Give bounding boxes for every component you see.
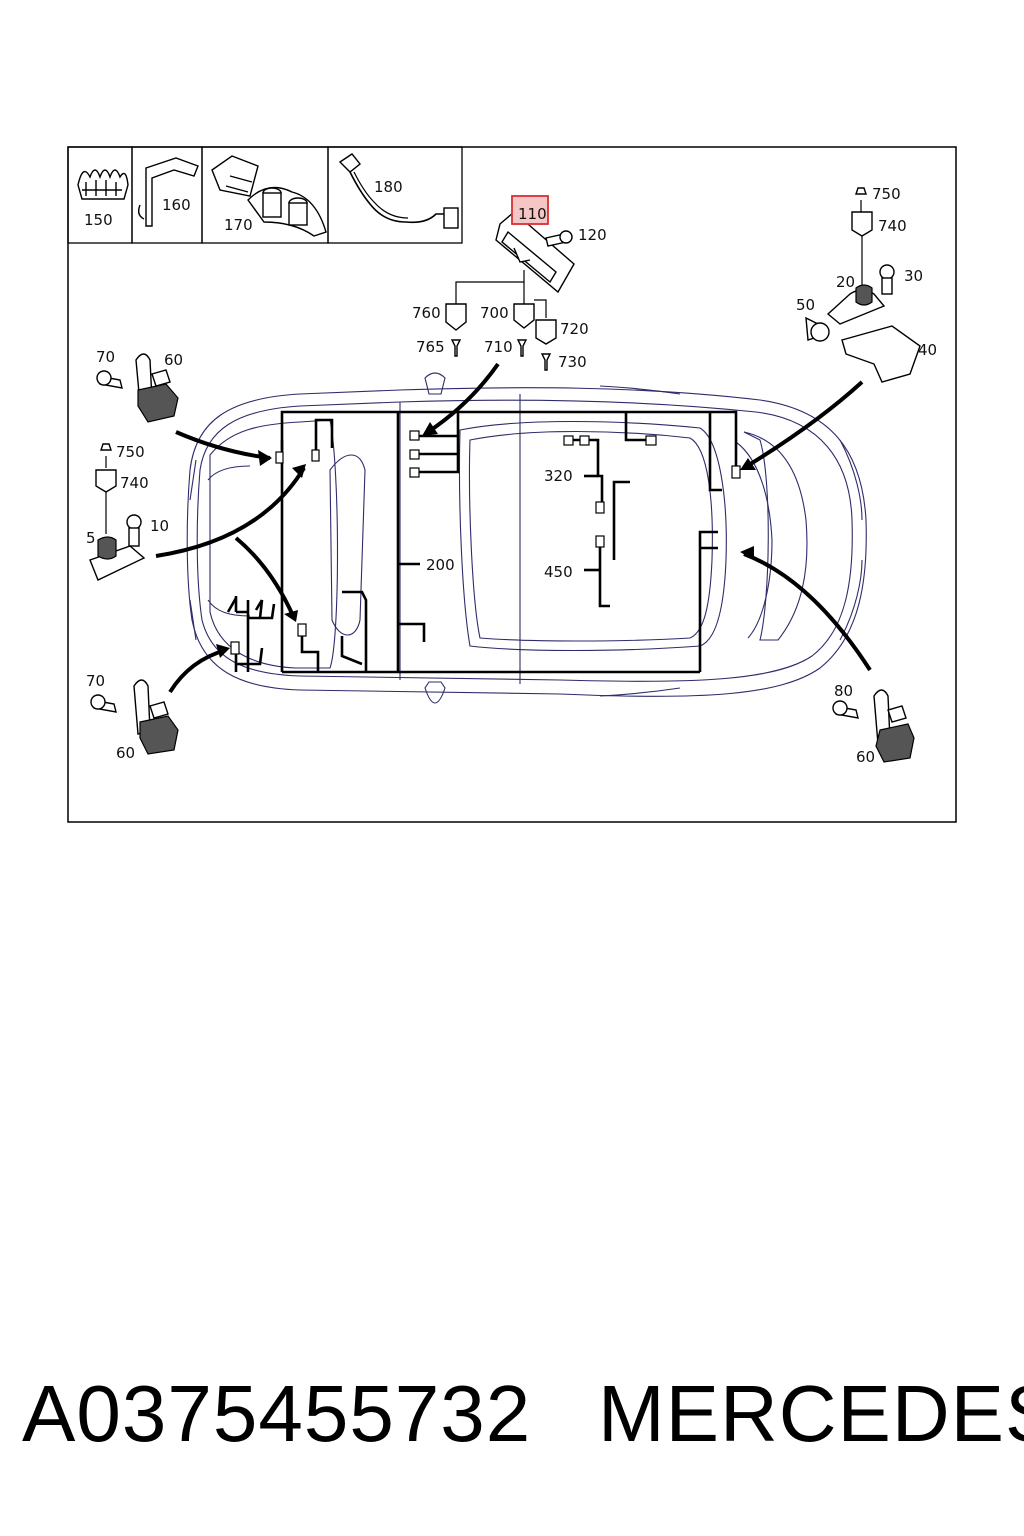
label-730: 730 <box>558 353 587 371</box>
label-750-left: 750 <box>116 443 145 461</box>
car-outline <box>186 372 867 704</box>
inset-label-160: 160 <box>162 196 191 214</box>
wiring-harness <box>226 410 738 674</box>
label-30: 30 <box>904 267 923 285</box>
control-unit <box>495 211 575 294</box>
screw-icon <box>545 230 573 247</box>
connector <box>563 435 574 446</box>
inset-label-180: 180 <box>374 178 403 196</box>
impact-sensor-bottom-left <box>90 679 179 755</box>
connector <box>409 449 420 460</box>
connector <box>409 430 420 441</box>
brand-name: MERCEDES <box>598 1369 1024 1458</box>
label-450: 450 <box>544 563 573 581</box>
label-760: 760 <box>412 304 441 322</box>
harness-connectors <box>230 430 741 655</box>
label-60-bottom-left: 60 <box>116 744 135 762</box>
inset-parts-strip: 150 160 170 180 <box>67 146 463 244</box>
label-10: 10 <box>150 517 169 535</box>
cable-clip-icon <box>77 169 129 200</box>
connector <box>275 451 284 464</box>
label-5: 5 <box>86 529 96 547</box>
connector <box>311 449 320 462</box>
callout-arrows <box>155 362 872 694</box>
acceleration-sensor-left <box>89 443 146 581</box>
impact-sensor-bottom-right <box>832 689 915 763</box>
label-750-right: 750 <box>872 185 901 203</box>
label-720: 720 <box>560 320 589 338</box>
connector <box>731 465 741 479</box>
connector <box>595 535 605 548</box>
label-60-bottom-right: 60 <box>856 748 875 766</box>
inset-label-170: 170 <box>224 216 253 234</box>
cable-lead-icon <box>338 153 459 229</box>
label-120: 120 <box>578 226 607 244</box>
grommet-icon <box>211 155 327 237</box>
label-40: 40 <box>918 341 937 359</box>
connector <box>595 501 605 514</box>
highlight-110 <box>511 195 549 225</box>
connector <box>297 623 307 637</box>
wiring-harness-diagram: 150 160 170 180 <box>67 146 957 823</box>
connector <box>230 641 240 655</box>
label-740-left: 740 <box>120 474 149 492</box>
label-740-right: 740 <box>878 217 907 235</box>
label-80-bottom-right: 80 <box>834 682 853 700</box>
connector <box>579 435 590 446</box>
label-765: 765 <box>416 338 445 356</box>
label-70-bottom-left: 70 <box>86 672 105 690</box>
bracket-icon <box>137 157 199 227</box>
connector <box>409 467 420 478</box>
connector <box>645 435 657 446</box>
connector-housings <box>445 303 557 371</box>
label-50: 50 <box>796 296 815 314</box>
footer: A0375455732 MERCEDES <box>0 1368 1024 1478</box>
label-320: 320 <box>544 467 573 485</box>
label-700: 700 <box>480 304 509 322</box>
label-200: 200 <box>426 556 455 574</box>
label-70-top-left: 70 <box>96 348 115 366</box>
acceleration-sensor-right <box>805 187 921 383</box>
diagram-frame <box>67 146 957 823</box>
label-110: 110 <box>518 205 547 223</box>
inset-label-150: 150 <box>84 211 113 229</box>
part-number: A0375455732 <box>22 1369 532 1458</box>
label-710: 710 <box>484 338 513 356</box>
label-20: 20 <box>836 273 855 291</box>
label-60-top-left: 60 <box>164 351 183 369</box>
impact-sensor-top-left <box>96 353 179 423</box>
